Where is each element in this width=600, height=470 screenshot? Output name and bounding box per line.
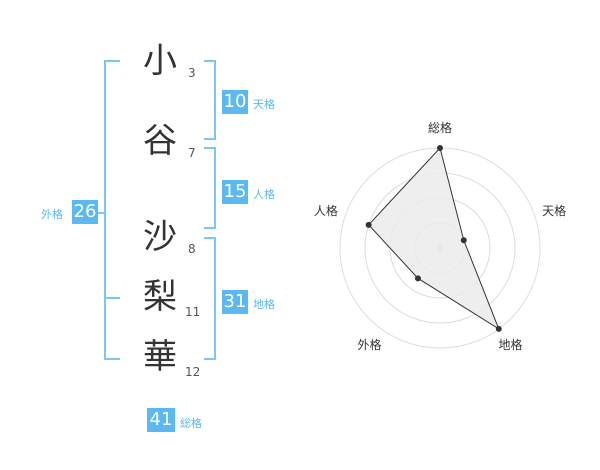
stroke-count-5: 12: [185, 365, 201, 379]
tenkaku-bracket-top: [204, 60, 216, 62]
radar-axis-label-2: 地格: [499, 337, 523, 352]
radar-point-0: [437, 145, 443, 151]
chikaku-label: 地格: [253, 298, 275, 311]
radar-points: [365, 145, 502, 332]
stroke-count-4: 11: [185, 305, 201, 319]
name-char-4: 梨: [143, 277, 177, 317]
radar-point-2: [495, 325, 502, 332]
gaikaku-label: 外格: [41, 208, 63, 221]
jinkaku-bracket-bottom: [204, 227, 216, 229]
soukaku-label: 総格: [180, 417, 202, 430]
jinkaku-label: 人格: [253, 188, 275, 201]
radar-axis-label-3: 外格: [357, 337, 381, 352]
soukaku-badge: 41: [147, 408, 175, 432]
outer-bracket-bottom: [104, 358, 120, 360]
name-char-5: 華: [143, 337, 177, 377]
name-char-1: 小: [143, 41, 177, 81]
chikaku-bracket-vertical: [214, 237, 216, 360]
radar-point-1: [460, 237, 467, 244]
radar-axis-label-1: 天格: [542, 203, 566, 218]
jinkaku-bracket-top: [204, 147, 216, 149]
outer-bracket-connector: [96, 212, 106, 214]
radar-point-3: [414, 275, 421, 282]
radar-point-4: [365, 221, 372, 228]
chikaku-badge: 31: [222, 290, 248, 314]
name-char-2: 谷: [143, 121, 177, 161]
outer-bracket-top: [104, 60, 120, 62]
outer-bracket-vertical: [104, 60, 106, 360]
tenkaku-bracket-bottom: [204, 138, 216, 140]
radar-axis-label-4: 人格: [314, 203, 338, 218]
stroke-count-2: 7: [188, 146, 196, 160]
chikaku-bracket-bottom: [204, 358, 216, 360]
name-char-3: 沙: [143, 217, 177, 257]
jinkaku-badge: 15: [222, 180, 248, 204]
gaikaku-badge: 26: [72, 200, 98, 224]
tenkaku-label: 天格: [253, 98, 275, 111]
chikaku-bracket-top: [204, 237, 216, 239]
stroke-count-1: 3: [188, 66, 196, 80]
jinkaku-bracket-vertical: [214, 147, 216, 229]
tenkaku-bracket-vertical: [214, 60, 216, 140]
radar-axis-label-0: 総格: [428, 120, 452, 135]
radar-polygon: [367, 146, 500, 331]
stroke-count-3: 8: [188, 242, 196, 256]
tenkaku-badge: 10: [222, 90, 248, 114]
outer-bracket-mid: [104, 297, 120, 299]
